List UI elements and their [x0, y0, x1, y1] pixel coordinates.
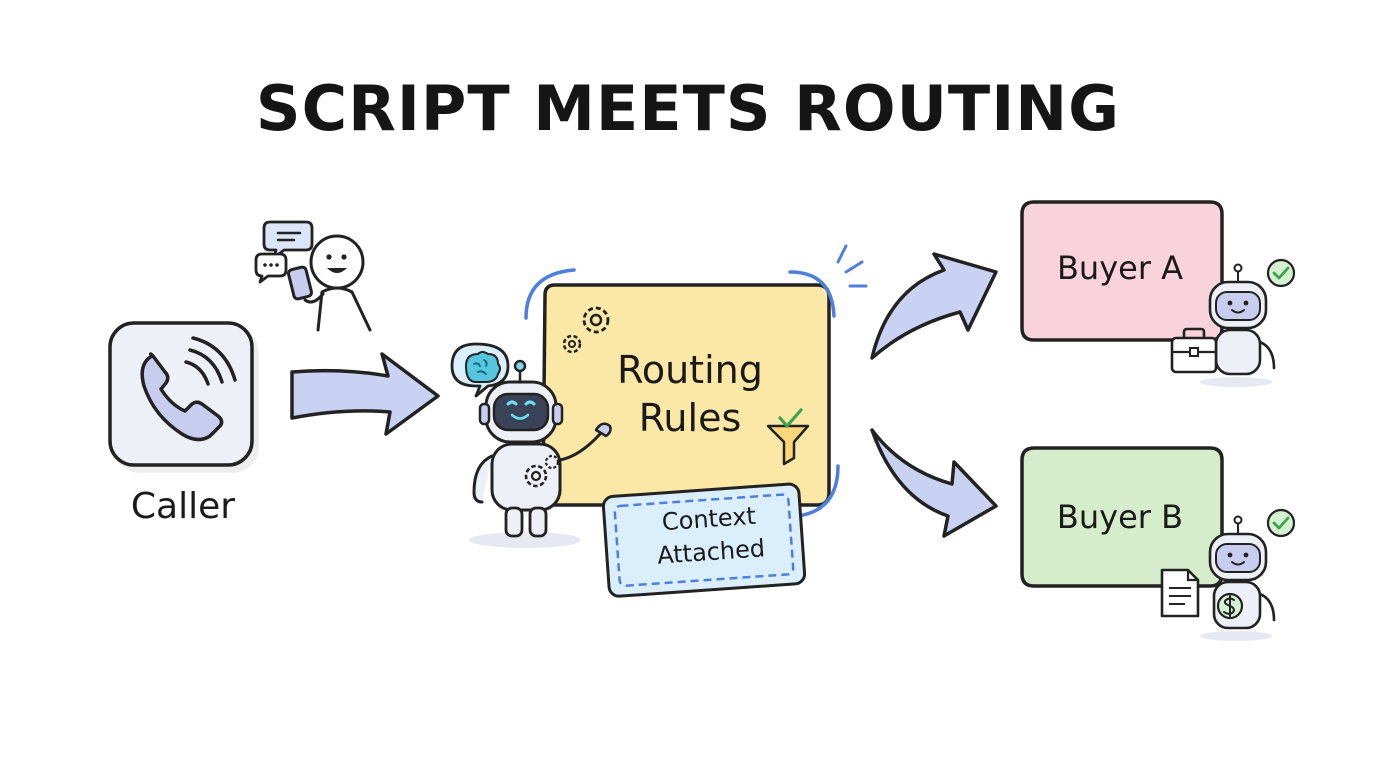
robot-icon — [469, 359, 612, 548]
phone-icon — [140, 336, 237, 442]
routing-rules-label: Routing Rules — [617, 348, 763, 440]
buyer-b-label: Buyer B — [1056, 498, 1184, 536]
arrow-to-buyer-a — [870, 252, 998, 360]
context-attached-tag — [601, 482, 807, 598]
buyer-a-label: Buyer A — [1056, 249, 1184, 287]
sparkle-lines — [836, 244, 868, 288]
arrow-caller-to-routing — [290, 352, 440, 436]
check-icon — [1266, 508, 1296, 538]
arrow-to-buyer-b — [870, 428, 998, 538]
funnel-icon — [766, 424, 810, 466]
check-icon — [778, 408, 803, 428]
caller-label: Caller — [130, 486, 236, 527]
document-icon — [1160, 568, 1200, 618]
check-icon — [1266, 258, 1296, 288]
chat-bubble-icon — [254, 220, 314, 284]
briefcase-icon — [1170, 327, 1218, 374]
dollar-icon — [1216, 592, 1244, 620]
caller-phone-tile — [108, 321, 254, 467]
person-icon — [286, 234, 372, 332]
context-attached-label: Context Attached — [656, 501, 766, 570]
diagram-title: SCRIPT MEETS ROUTING — [255, 72, 1121, 145]
gear-icon — [524, 454, 560, 488]
brain-icon — [450, 342, 510, 398]
gear-icon — [562, 306, 610, 354]
robot-icon — [1200, 263, 1276, 387]
